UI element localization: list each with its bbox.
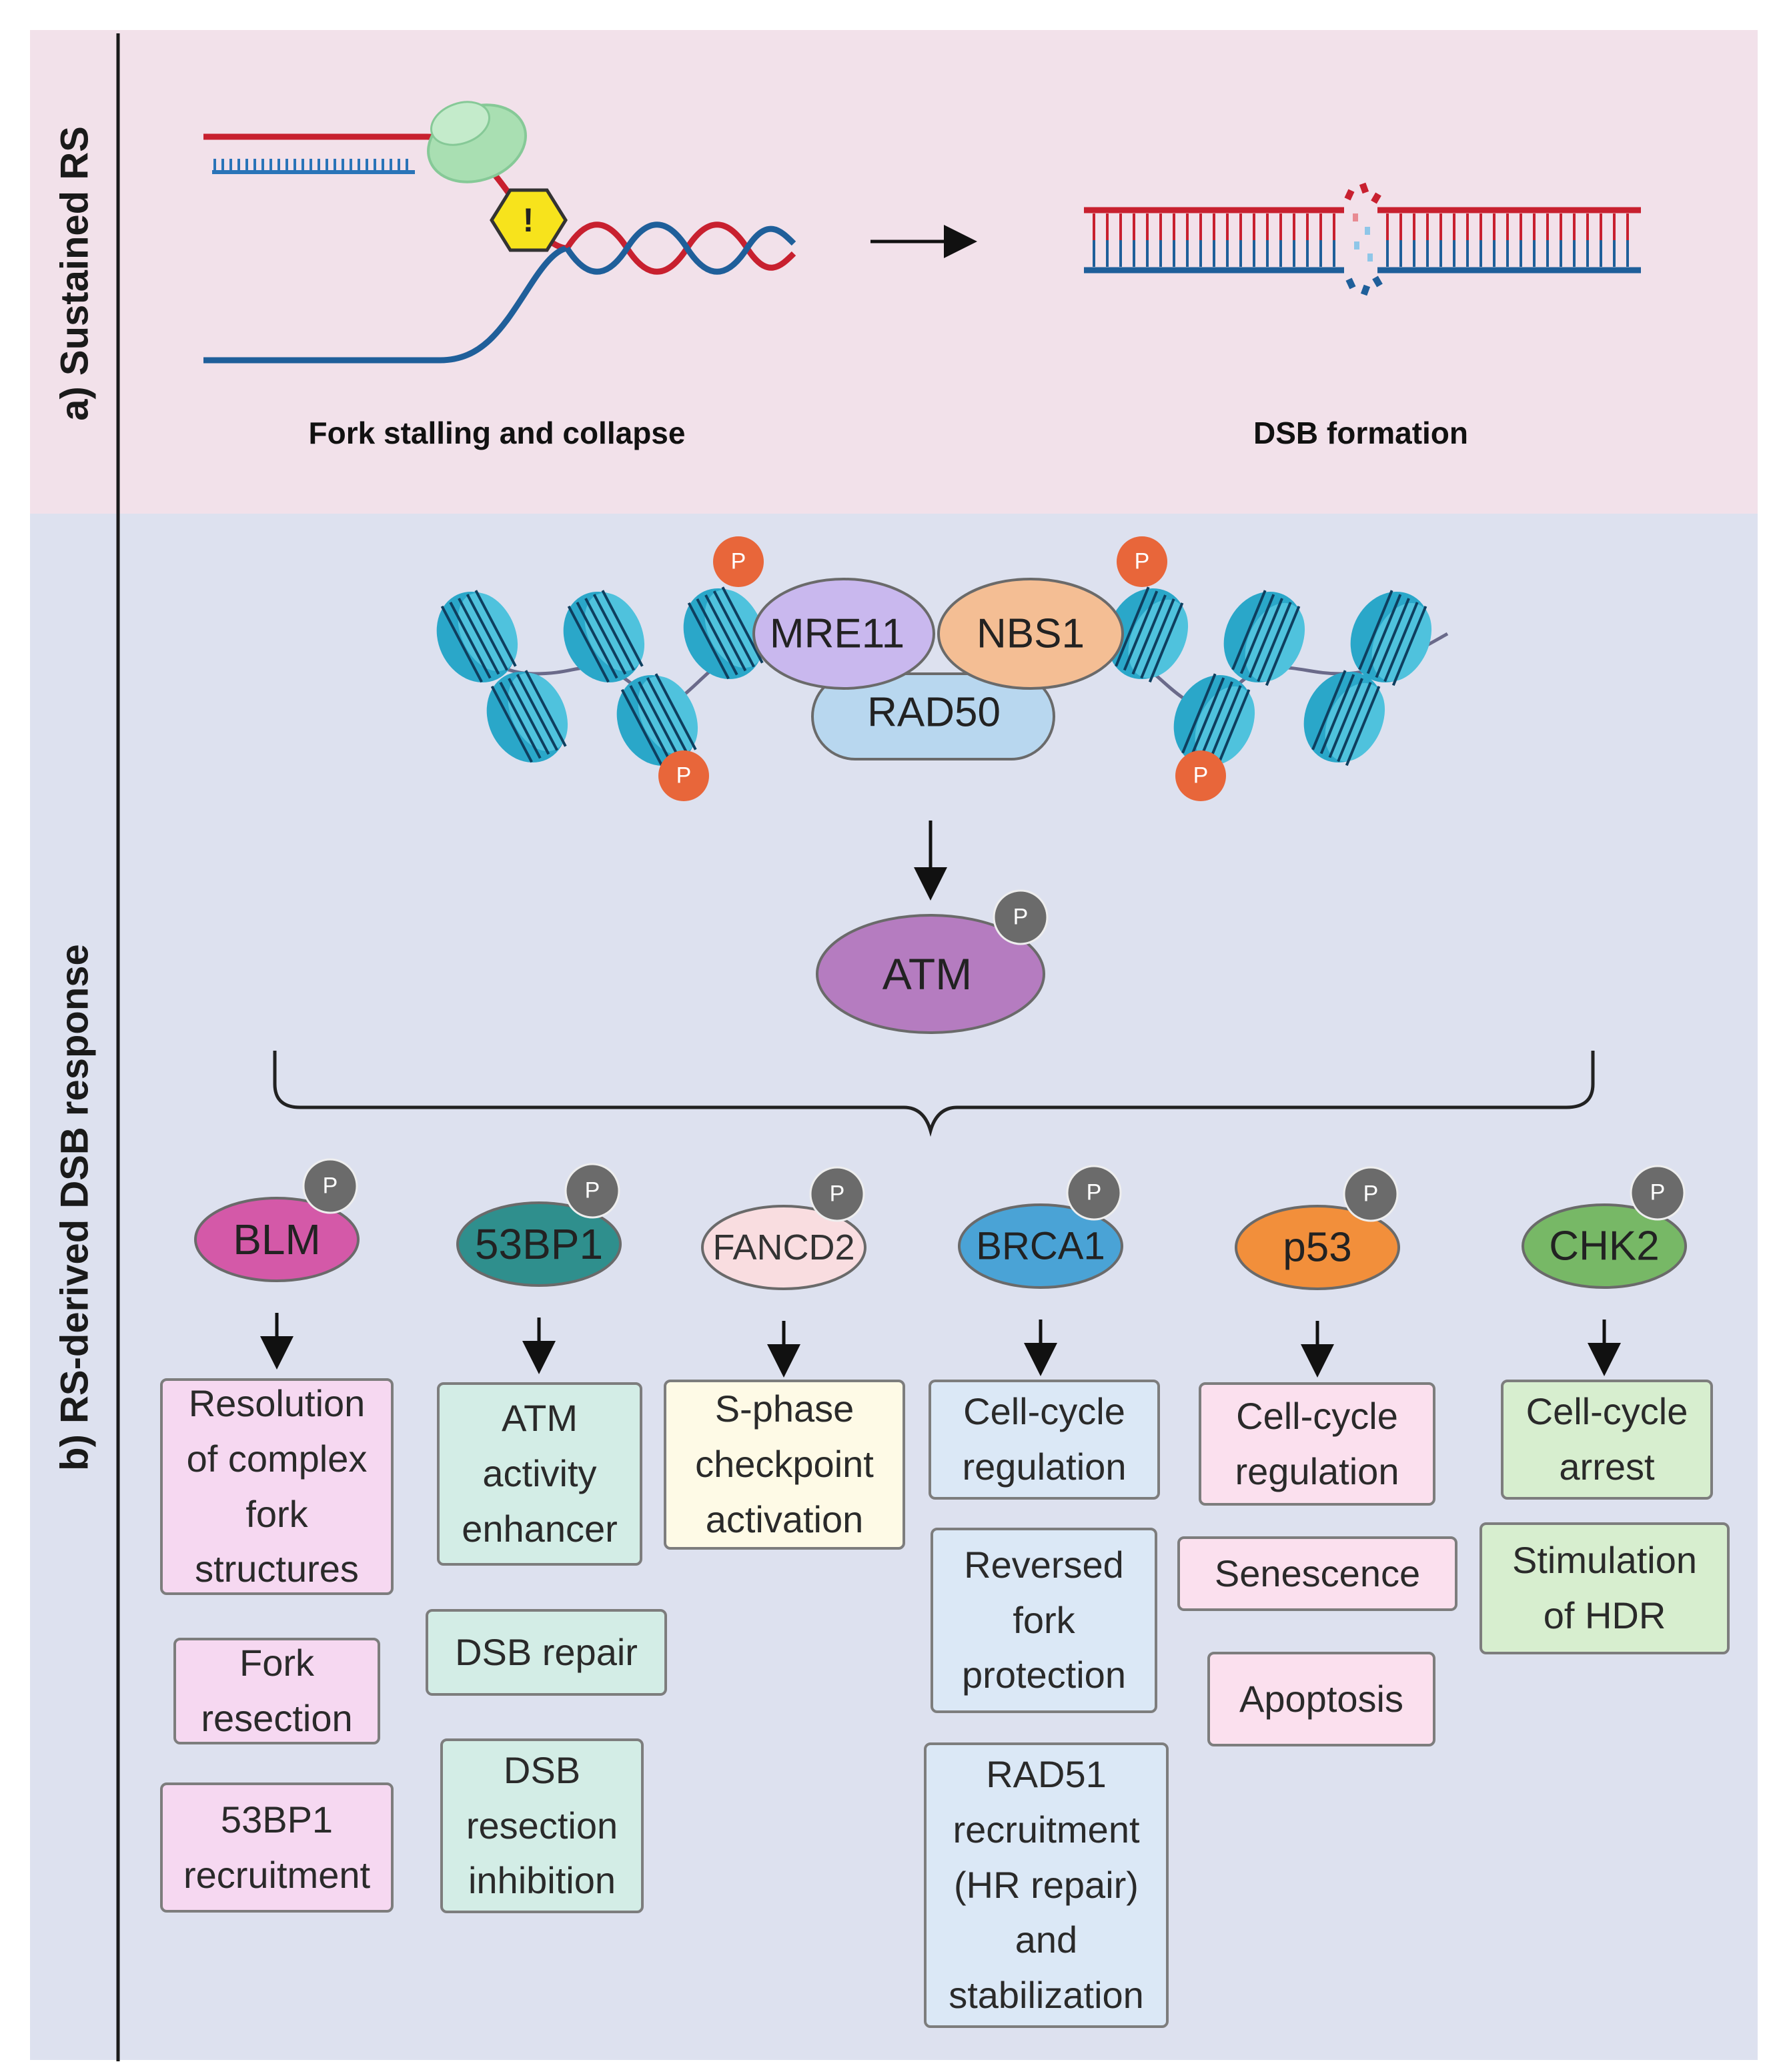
phospho-label: P [1363, 1181, 1379, 1207]
nascent-strand-bases [213, 159, 408, 172]
phospho-label: P [322, 1173, 338, 1199]
nucleosome [436, 590, 518, 683]
nbs1-shape [937, 578, 1124, 690]
break-fragments [1344, 182, 1383, 296]
rad50-shape [811, 672, 1055, 760]
phospho-label: P [1086, 1179, 1102, 1205]
double-helix-blue [564, 221, 796, 275]
phospho-circle [1117, 536, 1167, 587]
phospho-circle [993, 889, 1049, 945]
outcome-box: Senescence [1177, 1536, 1457, 1611]
phospho-label: P [1013, 904, 1029, 930]
atm-label: ATM [882, 949, 973, 999]
outcome-box: Resolution of complex fork structures [160, 1378, 394, 1595]
phospho-label: P [829, 1181, 845, 1207]
nucleosome [683, 586, 765, 680]
nucleosome [486, 670, 568, 763]
phospho-label: P [1650, 1179, 1666, 1205]
mre11-shape [752, 578, 935, 690]
effector-chk2-label: CHK2 [1549, 1223, 1660, 1269]
outcome-box: Reversed fork protection [931, 1528, 1157, 1713]
effector-brca1-shape [958, 1203, 1123, 1289]
nucleosome [563, 590, 645, 683]
dsb-base-pairs [1093, 213, 1629, 267]
phospho-circle [1175, 750, 1226, 801]
curly-brace [273, 1051, 1595, 1137]
nucleosome [1303, 670, 1385, 766]
outcome-box: Apoptosis [1207, 1652, 1435, 1746]
phospho-label: P [676, 762, 692, 789]
dsb-caption: DSB formation [1253, 416, 1468, 450]
outcome-box: DSB resection inhibition [440, 1738, 644, 1913]
dsb-illustration [1084, 182, 1641, 296]
effector-blm-label: BLM [233, 1215, 321, 1263]
outcome-box: ATM activity enhancer [437, 1382, 642, 1566]
effector-fancd2-shape [701, 1205, 866, 1290]
effector-fancd2-label: FANCD2 [712, 1227, 855, 1267]
effector-chk2-shape [1522, 1203, 1687, 1289]
outcome-box: S-phase checkpoint activation [664, 1380, 905, 1550]
outcome-box: 53BP1 recruitment [160, 1782, 394, 1913]
mrn-complex [752, 578, 1124, 760]
replication-fork-illustration [203, 101, 796, 364]
effector-proteins [194, 1197, 1687, 1378]
phospho-label: P [730, 548, 746, 574]
effector-brca1-label: BRCA1 [976, 1224, 1105, 1268]
rad50-label: RAD50 [867, 689, 1001, 736]
outcome-box: RAD51 recruitment (HR repair) and stabil… [924, 1742, 1169, 2028]
effector-blm-shape [194, 1197, 360, 1282]
phospho-circle [1630, 1165, 1686, 1221]
parental-strand-blue [203, 245, 568, 364]
fork-caption: Fork stalling and collapse [308, 416, 686, 450]
phospho-circle [302, 1158, 358, 1214]
chromatin-fiber [436, 586, 1449, 770]
nucleosome [1107, 586, 1189, 683]
nucleosome [1223, 590, 1305, 686]
phospho-label: P [584, 1177, 600, 1203]
warning-symbol: ! [522, 201, 534, 239]
phospho-circle [1343, 1166, 1399, 1222]
phospho-circle [713, 536, 764, 587]
nucleosomes [436, 586, 1432, 770]
effector-53bp1-label: 53BP1 [474, 1220, 604, 1268]
phospho-circle [658, 750, 709, 801]
nbs1-label: NBS1 [977, 610, 1085, 657]
mre11-label: MRE11 [769, 610, 905, 657]
phospho-circle [809, 1166, 865, 1222]
nucleosome [1173, 673, 1255, 770]
nucleosome [1350, 590, 1432, 686]
nucleosome [616, 673, 698, 766]
phospho-label: P [1134, 548, 1150, 574]
outcome-box: Stimulation of HDR [1479, 1522, 1730, 1654]
effector-p53-label: p53 [1283, 1224, 1352, 1271]
phospho-circle [1066, 1165, 1122, 1221]
phospho-label: P [1193, 762, 1209, 789]
outcome-box: Cell-cycle arrest [1501, 1380, 1713, 1500]
atm-shape [816, 914, 1045, 1034]
outcome-box: Fork resection [173, 1638, 380, 1744]
effector-53bp1-shape [456, 1201, 622, 1287]
warning-hexagon [490, 188, 568, 252]
outcome-box: Cell-cycle regulation [1199, 1382, 1435, 1506]
outcome-box: Cell-cycle regulation [929, 1380, 1160, 1500]
effector-p53-shape [1235, 1205, 1400, 1290]
outcome-box: DSB repair [426, 1609, 667, 1696]
helicase-ring-back [430, 101, 491, 146]
panel-b-label: b) RS-derived DSB response [53, 944, 97, 1471]
phospho-circle [564, 1163, 620, 1219]
panel-a-label: a) Sustained RS [53, 126, 97, 421]
